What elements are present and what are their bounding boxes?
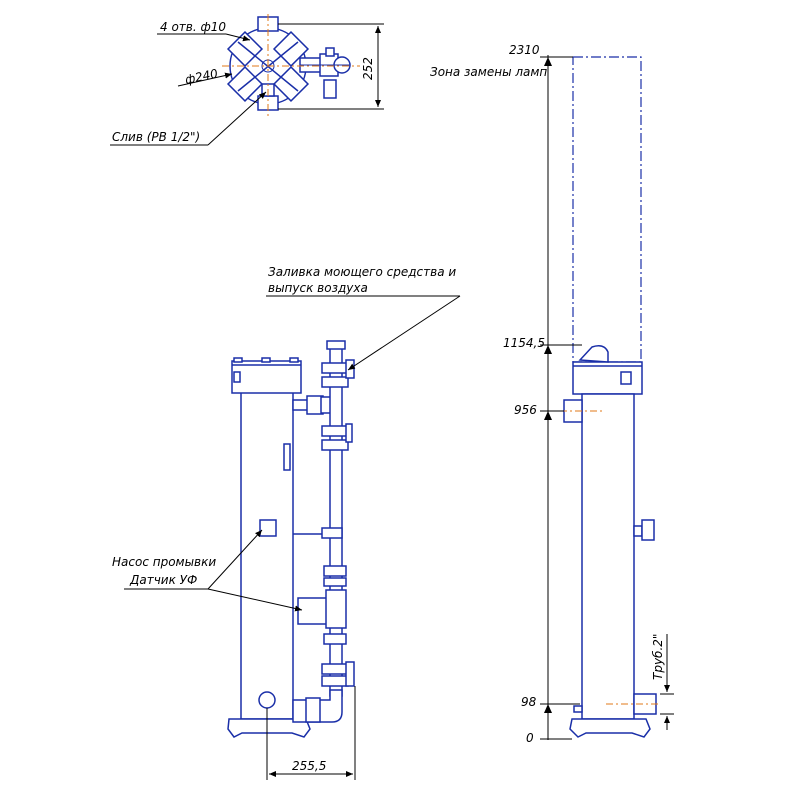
- dimension-252: 252: [361, 57, 375, 80]
- label-detergent-line1: Заливка моющего средства и: [268, 265, 456, 279]
- label-detergent-line2: выпуск воздуха: [268, 281, 368, 295]
- lamp-zone-label: Зона замены ламп: [430, 65, 547, 79]
- dimension-255-5: 255,5: [292, 759, 326, 773]
- side-view-chamber: [581, 393, 635, 720]
- label-holes: 4 отв. ф10: [160, 20, 226, 34]
- top-view-side-pipework: [299, 47, 351, 99]
- label-pump: Насос промывки: [112, 555, 216, 569]
- level-956: 956: [514, 403, 537, 417]
- front-view-window: [283, 443, 291, 471]
- label-diameter: ф240: [184, 66, 220, 87]
- front-view-chamber: [240, 391, 294, 720]
- level-98: 98: [521, 695, 537, 709]
- level-0: 0: [526, 731, 534, 745]
- side-view-lamp-cap: [578, 345, 609, 363]
- side-view: 2310 Зона замены ламп 1154,5 956 98 0 Тр…: [430, 43, 674, 745]
- top-view: 252 4 отв. ф10 ф240 Слив (РВ 1/2"): [110, 14, 384, 146]
- lamp-zone-outline: [572, 56, 642, 363]
- level-2310: 2310: [509, 43, 540, 57]
- label-drain: Слив (РВ 1/2"): [112, 130, 200, 144]
- front-view-bottom-port: [258, 691, 276, 709]
- front-view: Заливка моющего средства и выпуск воздух…: [112, 265, 461, 780]
- level-1154-5: 1154,5: [503, 336, 545, 350]
- side-view-base: [569, 718, 651, 738]
- front-view-sensor-box: [259, 519, 277, 537]
- side-view-head: [572, 361, 643, 395]
- front-view-pump: [297, 597, 329, 625]
- front-view-head: [231, 360, 302, 394]
- label-pipe: Труб.2": [651, 634, 665, 680]
- label-sensor: Датчик УФ: [129, 573, 197, 587]
